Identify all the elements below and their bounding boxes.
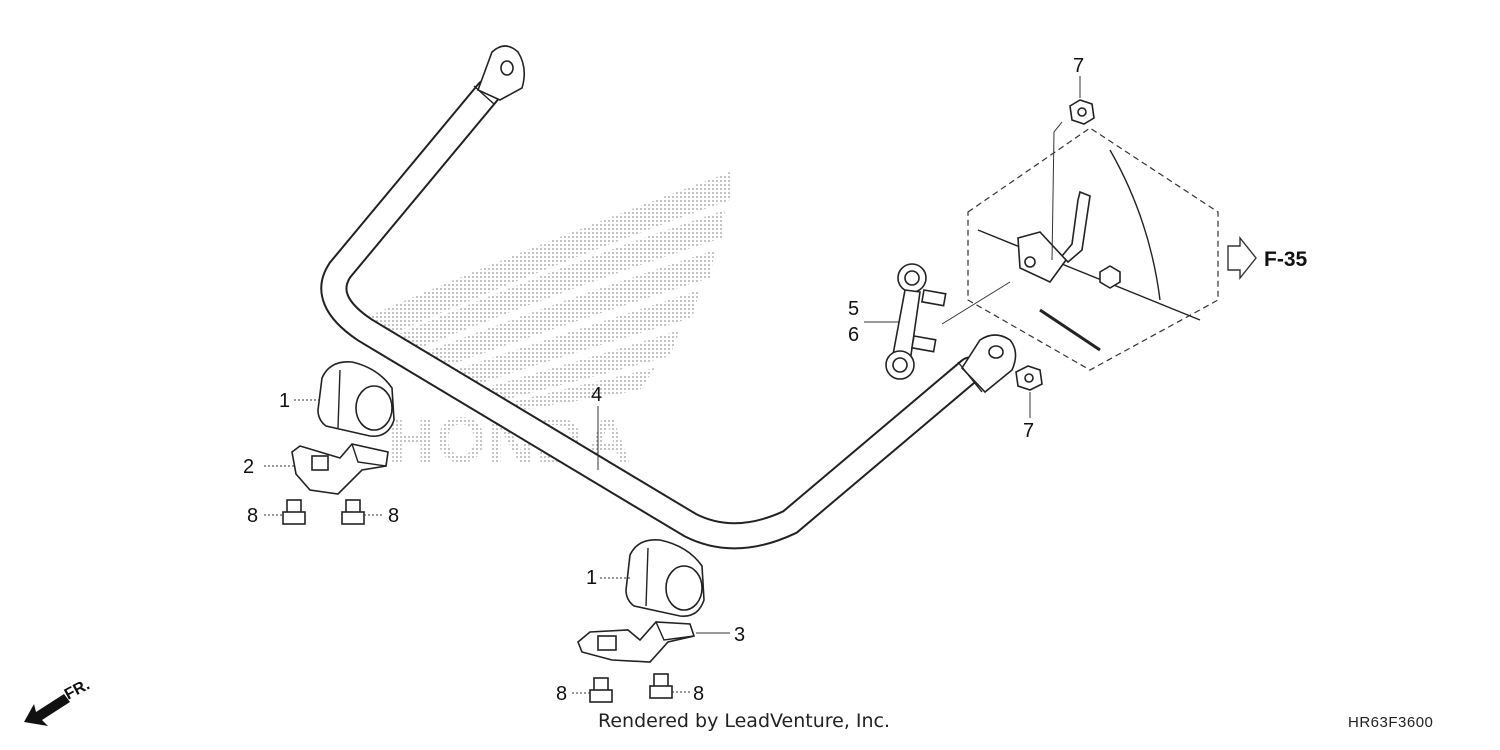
bolt-2 [341, 499, 365, 525]
honda-wing-logo [360, 172, 730, 410]
diagram-code: HR63F3600 [1348, 714, 1434, 731]
nut-top [1069, 99, 1095, 125]
bushing-bottom [625, 538, 705, 617]
callout-1-bottom: 1 [586, 567, 597, 589]
frame-reference-box [967, 127, 1219, 371]
bolt-3 [589, 677, 613, 703]
stabilizer-link [885, 263, 947, 380]
callout-4: 4 [591, 384, 602, 406]
callout-5: 5 [848, 298, 859, 320]
reference-arrow-icon [1227, 236, 1257, 280]
render-credit: Rendered by LeadVenture, Inc. [598, 710, 891, 732]
callout-1-left: 1 [279, 390, 290, 412]
bushing-left [317, 361, 395, 437]
callout-8-b: 8 [388, 505, 399, 527]
callout-8-a: 8 [247, 505, 258, 527]
stabilizer-bar [320, 45, 1017, 550]
callout-3: 3 [734, 624, 745, 646]
bolt-1 [282, 499, 306, 525]
callout-6: 6 [848, 324, 859, 346]
callout-7-top: 7 [1073, 55, 1084, 77]
callout-8-c: 8 [556, 683, 567, 705]
leader-lines [264, 76, 1081, 694]
bolt-4 [649, 673, 673, 699]
callout-2: 2 [243, 456, 254, 478]
front-direction-arrow-icon [24, 694, 70, 726]
frame-reference-label: F-35 [1264, 248, 1308, 271]
holder-left [291, 443, 389, 495]
nut-bottom [1015, 365, 1043, 391]
callout-7-bottom: 7 [1023, 420, 1034, 442]
holder-bottom [577, 621, 696, 663]
callout-8-d: 8 [693, 683, 704, 705]
